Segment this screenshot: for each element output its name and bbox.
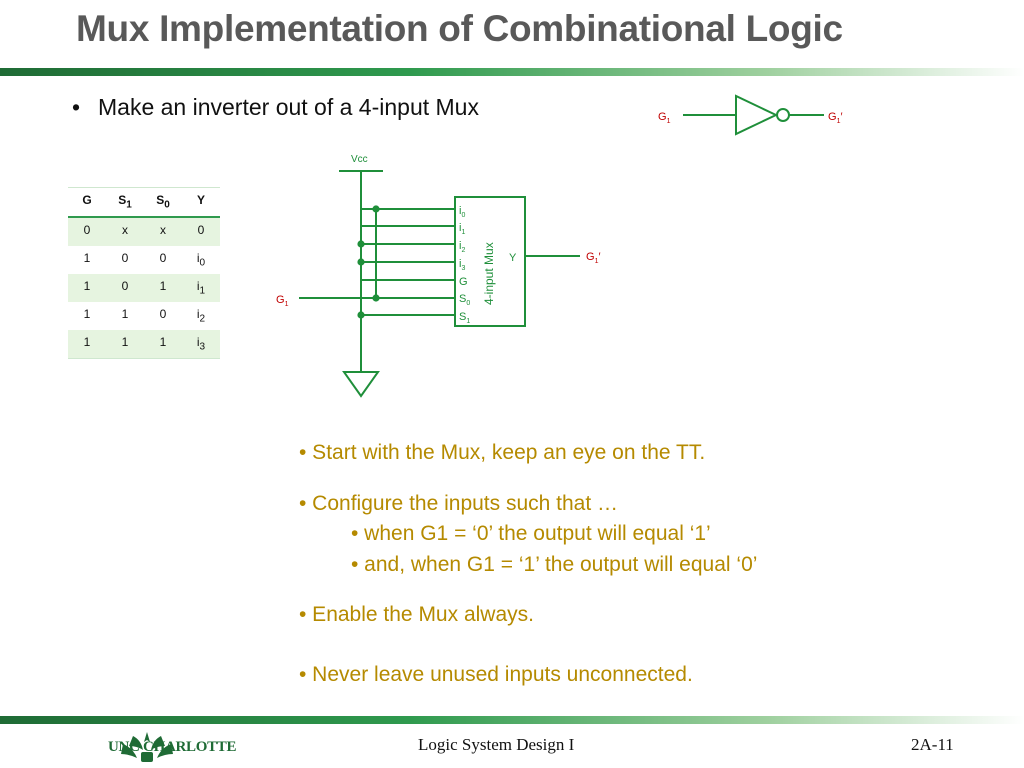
note-enable: • Enable the Mux always. [299, 603, 534, 626]
note-unused: • Never leave unused inputs unconnected. [299, 663, 693, 686]
footer-divider [0, 716, 1024, 724]
ground-symbol [342, 371, 380, 398]
junction-dot [372, 294, 380, 302]
inverter-input-label: G1 [658, 111, 671, 125]
pin-label-i3: i3 [459, 258, 465, 272]
table-cell: 1 [144, 274, 182, 302]
crown-emblem-icon [121, 732, 173, 762]
unc-charlotte-logo [121, 732, 173, 762]
table-row: 0 x x 0 [68, 217, 220, 246]
table-cell: 0 [106, 274, 144, 302]
table-cell: x [144, 217, 182, 246]
table-cell: i0 [196, 251, 206, 269]
table-cell: 0 [159, 307, 167, 322]
truth-table: G S1 S0 Y 0 x x 0 1 0 0 i0 1 0 1 i1 1 1 … [68, 187, 220, 359]
table-cell: 1 [144, 330, 182, 359]
junction-dot [372, 205, 380, 213]
table-cell: 0 [68, 217, 106, 246]
mux-wiring [299, 170, 580, 398]
note-configure: • Configure the inputs such that … [299, 492, 619, 515]
header-cell: S1 [106, 187, 144, 218]
inverter-bubble [776, 108, 790, 122]
table-cell: x [106, 217, 144, 246]
main-bullet-text: Make an inverter out of a 4-input Mux [98, 94, 479, 120]
page-number: 2A-11 [911, 735, 954, 754]
mux-output-pin-label: Y [509, 252, 517, 264]
table-row: 1 1 1 i3 [68, 330, 220, 359]
table-row: 1 0 1 i1 [68, 274, 220, 302]
table-cell: 0 [182, 217, 220, 246]
mux-pin-labels: i0 i1 i2 i3 G S0 S1 Y [459, 205, 517, 325]
junction-dots [357, 205, 380, 319]
table-cell: i1 [182, 274, 220, 302]
main-bullet: •Make an inverter out of a 4-input Mux [72, 94, 479, 120]
mux-box-label: 4-input Mux [482, 242, 496, 305]
table-cell: 1 [68, 274, 106, 302]
mux-input-label: G1 [276, 294, 289, 308]
inverter-triangle [735, 94, 779, 136]
junction-dot [357, 258, 365, 266]
mux-box [454, 196, 526, 327]
pin-label-s1: S1 [459, 311, 470, 325]
table-cell: 1 [83, 307, 91, 322]
table-cell: 1 [83, 251, 91, 266]
note-when-zero: • when G1 = ‘0’ the output will equal ‘1… [351, 522, 711, 545]
table-row: 1 0 0 i0 [68, 246, 220, 274]
vcc-label: Vcc [351, 154, 368, 165]
pin-label-s0: S0 [459, 293, 470, 307]
pin-label-i1: i1 [459, 222, 465, 236]
note-when-one: • and, when G1 = ‘1’ the output will equ… [351, 553, 758, 576]
truth-table-header-row: G S1 S0 Y [68, 187, 220, 218]
junction-dot [357, 311, 365, 319]
table-cell: 1 [68, 330, 106, 359]
footer-course-title: Logic System Design I [418, 735, 575, 754]
inverter-output-label: G1′ [828, 111, 843, 125]
note-start: • Start with the Mux, keep an eye on the… [299, 441, 706, 464]
table-row: 1 1 0 i2 [68, 302, 220, 330]
table-cell: 1 [121, 307, 129, 322]
table-cell: 1 [106, 330, 144, 359]
mux-output-label: G1′ [586, 251, 601, 265]
table-cell: i2 [196, 307, 206, 325]
junction-dot [357, 240, 365, 248]
table-cell: 0 [121, 251, 129, 266]
header-divider [0, 68, 1024, 76]
pin-label-i0: i0 [459, 205, 465, 219]
inverter-symbol [683, 94, 824, 136]
pin-label-g: G [459, 276, 468, 288]
table-cell: 0 [159, 251, 167, 266]
slide-title: Mux Implementation of Combinational Logi… [76, 8, 843, 49]
header-cell: S0 [144, 187, 182, 218]
header-cell: G [68, 187, 106, 218]
pin-label-i2: i2 [459, 240, 465, 254]
table-cell: i3 [182, 330, 220, 359]
header-cell: Y [182, 187, 220, 218]
logo-text: UNC CHARLOTTE [108, 739, 237, 755]
